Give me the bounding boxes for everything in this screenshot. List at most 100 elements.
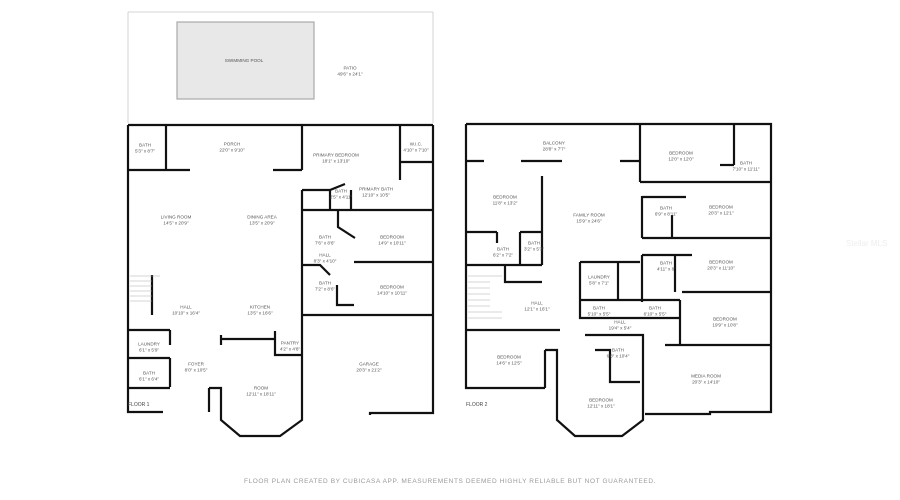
- room-dimensions: 5'8" x 7'1": [588, 280, 610, 285]
- room-dimensions: 6'1" x 6'4": [138, 376, 160, 381]
- room-name: PRIMARY BEDROOM: [313, 152, 359, 158]
- room-name: BATH: [649, 305, 661, 311]
- room-dimensions: 12'11" x 18'11": [246, 391, 276, 396]
- room-dimensions: 12'1" x 16'1": [524, 306, 550, 311]
- room-name: BATH: [593, 305, 605, 311]
- room-dimensions: 20'3" x 12'1": [708, 210, 734, 215]
- room-dimensions: 18'1" x 13'10": [322, 158, 350, 163]
- room-name: BEDROOM: [380, 284, 404, 290]
- room-name: KITCHEN: [249, 304, 271, 310]
- swimming-pool: [176, 21, 315, 100]
- swimming-pool-label: SWIMMING POOL: [225, 58, 264, 64]
- room-dimensions: 20'3" x 11'10": [707, 265, 735, 270]
- room-dimensions: 5'10" x 5'5": [587, 311, 611, 316]
- room-name: BEDROOM: [713, 316, 737, 322]
- floor1-walls: [126, 123, 435, 438]
- room-name: BATH: [319, 234, 331, 240]
- room-name: LIVING ROOM: [160, 214, 192, 220]
- room-name: BEDROOM: [497, 354, 521, 360]
- room-name: BEDROOM: [709, 204, 733, 210]
- room-dimensions: 13'5" x 16'6": [247, 310, 273, 315]
- room-name: BATH: [139, 142, 151, 148]
- watermark: Stellar MLS: [846, 239, 888, 248]
- room-name: SWIMMING POOL: [224, 58, 264, 64]
- room-dimensions: 6'2" x 7'2": [492, 252, 514, 257]
- room-name: ROOM: [253, 385, 269, 391]
- room-name: BEDROOM: [380, 234, 404, 240]
- room-name: BATH: [528, 240, 540, 246]
- room-name: BATH: [660, 260, 672, 266]
- room-dimensions: 20'3" x 14'10": [692, 379, 720, 384]
- room-dimensions: 20'3" x 21'2": [356, 367, 382, 372]
- room-name: LAUNDRY: [138, 341, 160, 347]
- room-dimensions: 12'0" x 12'0": [668, 156, 694, 161]
- room-name: PANTRY: [280, 340, 300, 346]
- room-dimensions: 7'6" x 8'6": [314, 240, 336, 245]
- footer-disclaimer: FLOOR PLAN CREATED BY CUBICASA APP. MEAS…: [243, 478, 657, 485]
- room-dimensions: 19'4" x 5'4": [608, 325, 632, 330]
- room-dimensions: 5'3" x 8'7": [134, 148, 156, 153]
- room-name: BATH: [660, 205, 672, 211]
- room-name: BATH: [497, 246, 509, 252]
- floor1-stairs: [130, 275, 160, 302]
- room-name: HALL: [319, 252, 331, 258]
- room-name: HALL: [180, 304, 192, 310]
- room-name: HALL: [531, 300, 543, 306]
- room-name: FAMILY ROOM: [573, 212, 605, 218]
- room-dimensions: 4'11" x 8': [656, 266, 676, 271]
- room-name: MEDIA ROOM: [691, 373, 721, 379]
- room-name: BATH: [319, 280, 331, 286]
- room-dimensions: 14'9" x 10'11": [378, 240, 406, 245]
- room-dimensions: 6'1" x 5'9": [138, 347, 160, 352]
- room-dimensions: 6'10" x 5'5": [643, 311, 667, 316]
- room-name: PATIO: [343, 65, 357, 71]
- room-name: FOYER: [188, 361, 204, 367]
- floor2-walls: [464, 122, 773, 438]
- room-dimensions: 14'6" x 12'5": [496, 360, 522, 365]
- room-name: LAUNDRY: [588, 274, 610, 280]
- room-dimensions: 13'5" x 20'9": [249, 220, 275, 225]
- room-dimensions: 10'10" x 16'4": [172, 310, 200, 315]
- room-name: BATH: [335, 188, 347, 194]
- room-dimensions: 15'9" x 24'6": [576, 218, 602, 223]
- room-dimensions: 3'2" x 5'3": [523, 246, 545, 251]
- room-name: BATH: [143, 370, 155, 376]
- room-dimensions: 7'10" x 11'11": [732, 166, 760, 171]
- room-dimensions: 11'8" x 13'2": [492, 200, 518, 205]
- room-name: GARAGE: [359, 361, 379, 367]
- room-dimensions: 49'6" x 24'1": [337, 71, 363, 76]
- room-dimensions: 12'11" x 18'1": [587, 403, 615, 408]
- room-name: BEDROOM: [709, 259, 733, 265]
